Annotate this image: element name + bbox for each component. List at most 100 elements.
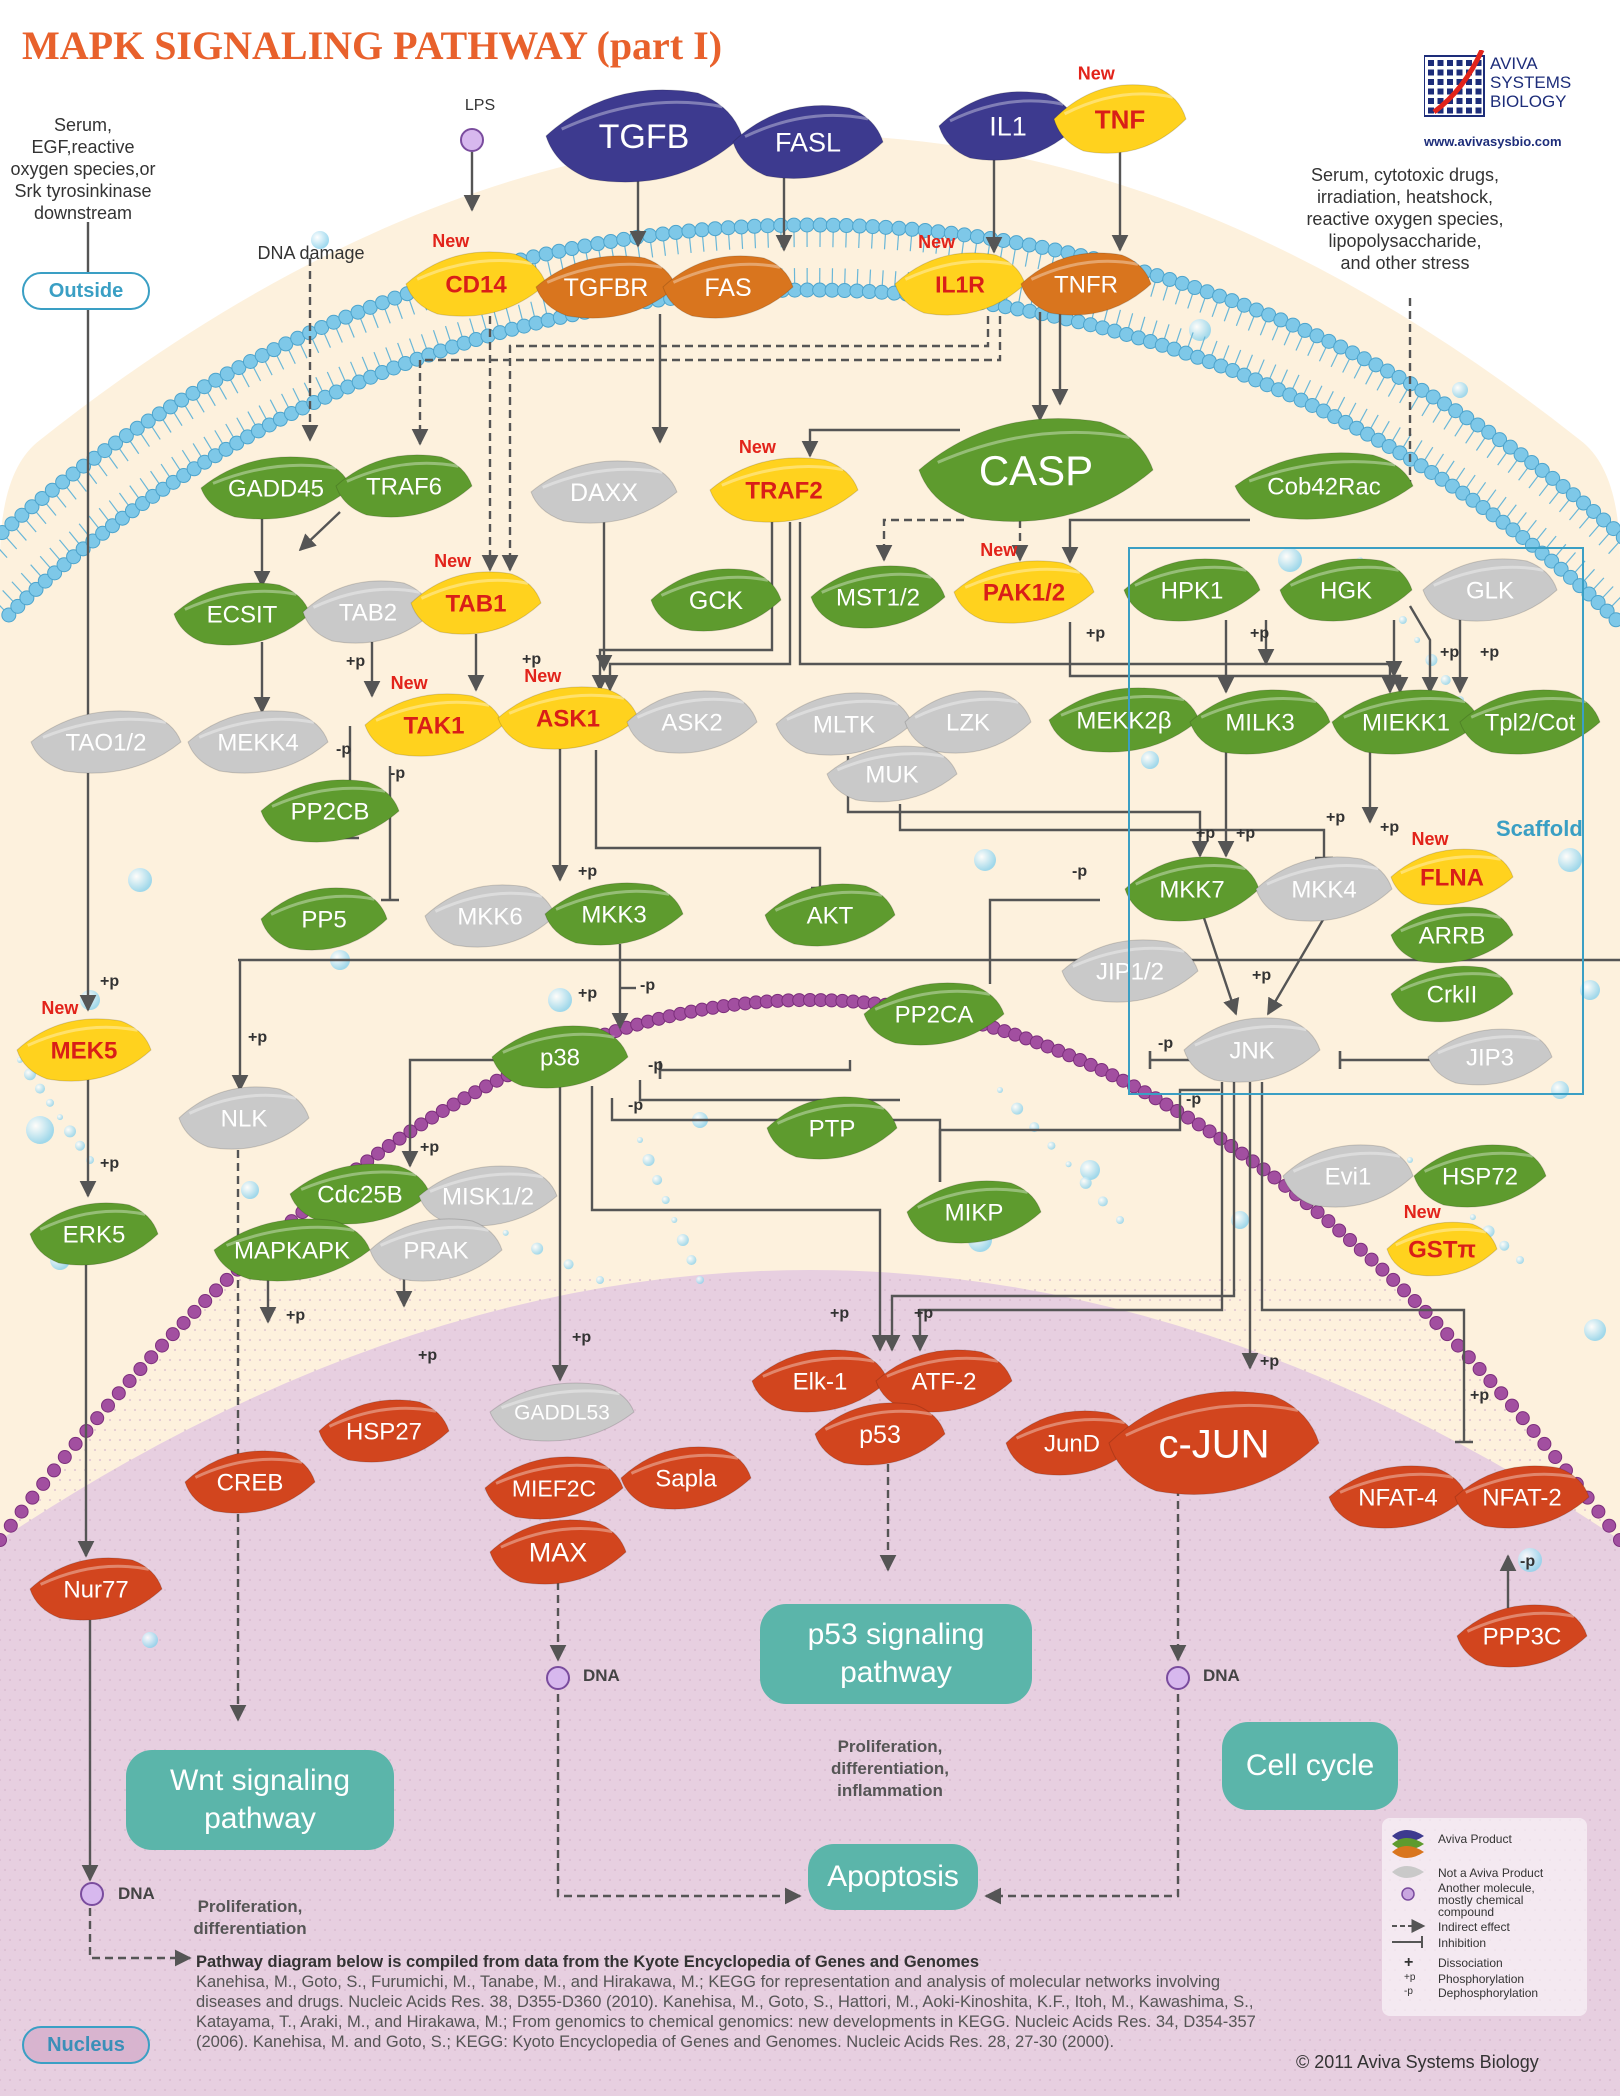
lps-molecule-icon: [460, 128, 484, 152]
node-mkk7: MKK7: [1124, 856, 1260, 922]
node-atf2: ATF-2: [875, 1349, 1013, 1413]
node-ask2: ASK2: [626, 690, 758, 754]
node-label-ptp: PTP: [809, 1116, 856, 1143]
node-label-erk5: ERK5: [63, 1222, 126, 1249]
sign-3: +p: [522, 651, 541, 668]
bubble-2: [142, 1632, 158, 1648]
node-mekk4: MEKK4: [187, 710, 329, 774]
node-tgfbr: TGFBR: [535, 255, 677, 319]
node-label-fasl: FASL: [775, 128, 841, 158]
sign-23: -p: [628, 1097, 643, 1114]
references-body: Kanehisa, M., Goto, S., Furumichi, M., T…: [196, 1973, 1256, 2051]
legend-indirect: Indirect effect: [1438, 1920, 1510, 1934]
node-label-p38: p38: [540, 1045, 580, 1072]
node-erk5: ERK5: [29, 1202, 159, 1266]
node-label-sapla: Sapla: [655, 1466, 717, 1493]
legend-sym-plus: +: [1404, 1954, 1414, 1971]
node-mltk: MLTK: [775, 692, 913, 756]
sign-14: +p: [1196, 825, 1215, 842]
legend-green-swatch: [1392, 1838, 1424, 1850]
node-label-pp5: PP5: [301, 907, 346, 934]
node-crkii: CrkII: [1390, 965, 1514, 1023]
node-fas: FAS: [662, 255, 794, 319]
node-cjun: c-JUN: [1108, 1391, 1320, 1495]
legend-dissociation: Dissociation: [1438, 1956, 1503, 1970]
sign-32: -p: [1520, 1553, 1535, 1570]
bubble-5: [1278, 548, 1302, 572]
node-label-hsp72: HSP72: [1442, 1164, 1518, 1191]
wnt-signaling-pathway-box: Wnt signaling pathway: [126, 1750, 394, 1850]
node-label-misk12: MISK1/2: [442, 1184, 534, 1211]
bubble-12: [1558, 848, 1582, 872]
node-label-cdc25b: Cdc25B: [317, 1182, 402, 1209]
node-mapkapk: MAPKAPK: [213, 1218, 371, 1282]
references-heading: Pathway diagram below is compiled from d…: [196, 1953, 980, 1971]
sign-21: -p: [1186, 1091, 1201, 1108]
edge-50: [401, 1058, 500, 1168]
legend-phosphorylation: Phosphorylation: [1438, 1972, 1525, 1986]
node-glk: GLK: [1422, 558, 1558, 622]
node-label-lzk: LZK: [946, 710, 990, 737]
node-label-mltk: MLTK: [813, 712, 875, 739]
apoptosis-box: Apoptosis: [808, 1844, 978, 1910]
bubble-13: [1580, 980, 1600, 1000]
node-hpk1: HPK1: [1123, 558, 1261, 622]
legend-grey-swatch: [1392, 1866, 1424, 1878]
node-label-mekk4: MEKK4: [217, 730, 298, 757]
bubble-18: [241, 1181, 259, 1199]
copyright: © 2011 Aviva Systems Biology: [1296, 2052, 1539, 2072]
sign-6: -p: [390, 765, 405, 782]
node-label-casp: CASP: [979, 447, 1093, 494]
compartment-nucleus: Nucleus: [22, 2026, 150, 2064]
sign-2: +p: [248, 1029, 267, 1046]
node-label-milk3: MILK3: [1225, 710, 1294, 737]
sign-8: +p: [578, 985, 597, 1002]
node-label-mief2c: MIEF2C: [512, 1475, 596, 1501]
node-label-tnf: TNF: [1095, 104, 1146, 134]
node-fasl: FASL: [732, 105, 884, 179]
sign-15: +p: [1236, 825, 1255, 842]
bubble-3: [311, 231, 329, 249]
node-label-jund: JunD: [1044, 1431, 1100, 1458]
legend-sym-m: -p: [1404, 1986, 1413, 1997]
node-ptp: PTP: [766, 1096, 898, 1160]
new-tag-tnf: New: [1078, 63, 1116, 83]
compartment-outside: Outside: [22, 272, 150, 310]
node-max: MAX: [489, 1519, 627, 1585]
edge-25: [601, 522, 792, 692]
node-mkk3: MKK3: [544, 882, 684, 946]
new-tag-tak1: New: [391, 673, 429, 693]
sign-5: -p: [336, 741, 351, 758]
edge-14: [801, 428, 960, 458]
brand-url[interactable]: www.avivasysbio.com: [1424, 134, 1562, 149]
node-label-pp2cb: PP2CB: [291, 799, 370, 826]
edge-60: [88, 1908, 192, 1967]
dna-label-cjun: DNA: [1203, 1666, 1240, 1685]
node-hsp27: HSP27: [318, 1399, 450, 1463]
dna-molecule-icon: [546, 1666, 570, 1690]
node-label-cob42rac: Cob42Rac: [1267, 474, 1380, 501]
node-misk12: MISK1/2: [418, 1165, 558, 1227]
bubble-24: [1551, 1081, 1569, 1099]
node-label-mst12: MST1/2: [836, 585, 920, 612]
node-creb: CREB: [184, 1450, 316, 1514]
edge-labels: +p+p+p+p+p-p-p+p+p-p+p+p+p+p+p+p+p+p-p+p…: [100, 625, 1535, 1570]
node-gaddl53: GADDL53: [489, 1382, 635, 1442]
bubble-7: [974, 849, 996, 871]
node-pp2cb: PP2CB: [260, 779, 400, 843]
node-label-cd14: CD14: [445, 272, 507, 299]
node-label-atf2: ATF-2: [912, 1369, 977, 1396]
node-label-creb: CREB: [217, 1470, 284, 1497]
edge-27: [1068, 622, 1409, 694]
node-label-hsp27: HSP27: [346, 1419, 422, 1446]
node-label-pak12: PAK1/2: [983, 580, 1065, 607]
outcome-note-proliferation: Proliferation, differentiation: [193, 1897, 307, 1938]
sign-26: +p: [418, 1347, 437, 1364]
node-label-hgk: HGK: [1320, 578, 1372, 605]
node-label-il1r: IL1R: [935, 271, 985, 297]
